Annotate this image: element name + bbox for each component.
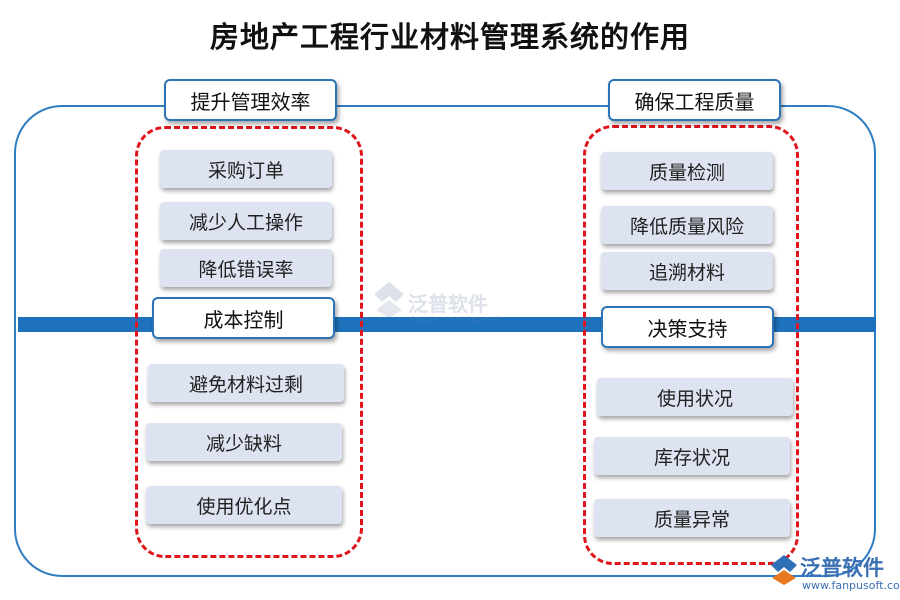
watermark-subtitle: FANPUSOFTWARE (410, 316, 503, 326)
item-trace-material: 追溯材料 (601, 252, 773, 290)
watermark-name: 泛普软件 (408, 292, 488, 316)
corner-logo: 泛普软件 www.fanpusoft.com (770, 552, 900, 596)
item-purchase-order: 采购订单 (160, 150, 332, 188)
logo-icon (771, 555, 797, 585)
item-avoid-surplus: 避免材料过剩 (148, 364, 344, 402)
item-lower-quality-risk: 降低质量风险 (601, 206, 773, 244)
item-usage-optimization: 使用优化点 (146, 486, 342, 524)
left-dashed-group (135, 126, 363, 558)
label-improve-efficiency: 提升管理效率 (164, 79, 337, 121)
item-inventory-status: 库存状况 (594, 437, 790, 475)
item-quality-inspection: 质量检测 (601, 152, 773, 190)
item-lower-error-rate: 降低错误率 (160, 249, 332, 287)
item-reduce-shortage: 减少缺料 (146, 423, 342, 461)
item-quality-anomaly: 质量异常 (594, 499, 790, 537)
label-decision-support: 决策支持 (601, 306, 774, 348)
logo-icon (374, 282, 404, 318)
center-watermark: 泛普软件 FANPUSOFTWARE (372, 278, 502, 348)
page-title: 房地产工程行业材料管理系统的作用 (209, 20, 690, 54)
corner-logo-name: 泛普软件 (800, 556, 884, 580)
right-dashed-group (583, 125, 799, 565)
corner-logo-url: www.fanpusoft.com (802, 579, 900, 592)
outer-frame (14, 105, 876, 577)
label-ensure-quality: 确保工程质量 (608, 79, 781, 121)
item-usage-status: 使用状况 (597, 378, 793, 416)
item-reduce-manual: 减少人工操作 (160, 202, 332, 240)
label-cost-control: 成本控制 (152, 297, 335, 339)
